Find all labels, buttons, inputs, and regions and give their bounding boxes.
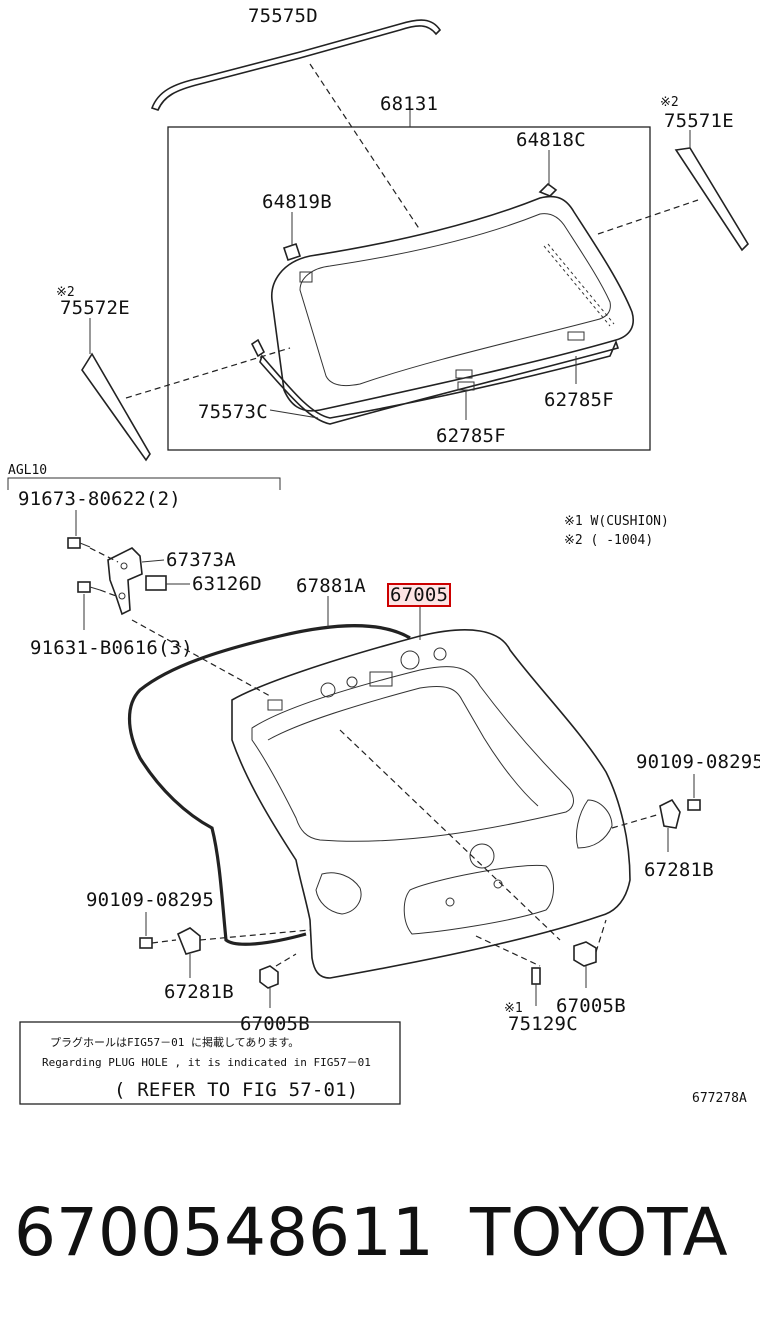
ref-line-75575D: [309, 63, 421, 231]
ref-line-67005B-left: [275, 953, 297, 967]
label-63126D: 63126D: [192, 573, 262, 595]
label-67373A: 67373A: [166, 549, 236, 571]
figure-id: 677278A: [692, 1091, 747, 1106]
label-90109-left: 90109-08295: [86, 889, 214, 911]
highlight-67005: [387, 583, 451, 607]
label-68131: 68131: [380, 93, 438, 115]
cushion-67005B-right: [573, 941, 597, 967]
pad-63126D: [145, 575, 167, 591]
ref-line-91673: [89, 547, 119, 563]
ref-line-cushion: [475, 935, 541, 967]
molding-75571E: [674, 147, 750, 252]
ref-line-67281B-right: [611, 813, 661, 829]
molding-75572E: [81, 352, 151, 462]
note-line-jp: プラグホールはFIG57－01 に掲載してあります。: [50, 1035, 299, 1049]
bolt-90109-right: [687, 799, 701, 811]
label-62785F-right: 62785F: [544, 389, 614, 411]
label-75572E: 75572E: [60, 297, 130, 319]
ref-line-75571E: [597, 199, 699, 235]
label-67881A: 67881A: [296, 575, 366, 597]
mark-75572E: ※2: [56, 285, 75, 300]
stopper-75573C: [250, 338, 266, 358]
footer-brand: TOYOTA: [469, 1194, 728, 1271]
label-90109-right: 90109-08295: [636, 751, 760, 773]
ref-line-75572E: [125, 347, 291, 399]
label-91631: 91631-B0616(3): [30, 637, 193, 659]
ref-line-91631: [99, 589, 117, 597]
note-box: [19, 1021, 401, 1105]
note-line-en: Regarding PLUG HOLE , it is indicated in…: [42, 1056, 371, 1069]
label-67005B-right: 67005B: [556, 995, 626, 1017]
cushion-67281B-left: [176, 927, 201, 955]
glass-group-frame: [167, 126, 651, 451]
ref-line-67281B-left: [199, 929, 311, 941]
label-75129C: 75129C: [508, 1013, 578, 1035]
mark-75571E: ※2: [660, 95, 679, 110]
ref-line-90109-left: [151, 939, 177, 944]
legend-note-1: ※1 W(CUSHION): [564, 514, 669, 529]
label-62785F-bottom: 62785F: [436, 425, 506, 447]
ref-line-67005B-right: [595, 919, 607, 953]
agl10-bracket: [7, 477, 281, 490]
cushion-67281B-right: [659, 798, 681, 829]
leader-67373A: [141, 559, 165, 563]
bolt-91631: [77, 581, 101, 593]
footer-part-number: 6700548611: [14, 1194, 434, 1271]
clip-64818C: [538, 182, 558, 197]
label-64819B: 64819B: [262, 191, 332, 213]
label-67281B-right: 67281B: [644, 859, 714, 881]
label-67281B-left: 67281B: [164, 981, 234, 1003]
back-door-glass: [271, 195, 634, 412]
mark-75129C: ※1: [504, 1001, 523, 1016]
clip-64819B: [282, 242, 302, 262]
leader-75573C: [269, 409, 319, 419]
molding-75575D: [150, 19, 442, 111]
label-64818C: 64818C: [516, 129, 586, 151]
label-agl10: AGL10: [8, 463, 47, 478]
back-door-panel: [231, 629, 631, 979]
hinge-67373A: [107, 547, 143, 616]
cushion-75129C: [531, 967, 541, 985]
legend-note-2: ※2 ( -1004): [564, 533, 653, 548]
ref-line-door-center: [339, 729, 561, 941]
note-line-ref: ( REFER TO FIG 57-01): [114, 1079, 358, 1101]
label-67005: 67005: [390, 584, 448, 606]
weatherstrip-67881A: [128, 624, 411, 946]
label-75575D: 75575D: [248, 5, 318, 27]
cushion-67005B-left: [259, 965, 279, 989]
label-91673: 91673-80622(2): [18, 488, 181, 510]
bolt-91673: [67, 537, 91, 549]
label-75573C: 75573C: [198, 401, 268, 423]
label-75571E: 75571E: [664, 110, 734, 132]
weatherstrip-75573C: [259, 339, 620, 425]
label-67005B-left: 67005B: [240, 1013, 310, 1035]
ref-line-hinge: [131, 619, 271, 697]
bolt-90109-left: [139, 937, 153, 949]
